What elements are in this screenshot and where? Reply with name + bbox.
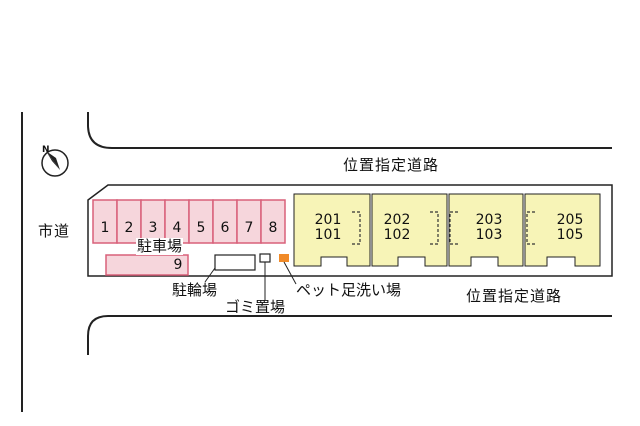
parking-spaces — [92, 199, 286, 276]
bicycle-parking-label: 駐輪場 — [172, 281, 218, 299]
parking-area-label: 駐車場 — [136, 237, 184, 255]
parking-space-4 — [164, 199, 190, 244]
road-label-right: 位置指定道路 — [466, 287, 563, 305]
building-unit-3-label: 203 103 — [459, 213, 519, 243]
road-edge-top — [87, 112, 612, 149]
parking-space-2 — [116, 199, 142, 244]
parking-space-1 — [92, 199, 118, 244]
building-units — [293, 193, 601, 267]
unit-upper-number: 205 — [556, 212, 584, 228]
road-label-top: 位置指定道路 — [343, 156, 440, 174]
pet-wash-label: ペット足洗い場 — [296, 281, 402, 299]
unit-lower-number: 103 — [475, 227, 503, 243]
building-unit-3 — [448, 193, 524, 267]
parking-space-label-8: 8 — [268, 220, 278, 236]
unit-upper-number: 201 — [314, 212, 342, 228]
parking-space-label-9: 9 — [173, 257, 183, 273]
parking-space-7 — [236, 199, 262, 244]
parking-space-5 — [188, 199, 214, 244]
parking-space-label-6: 6 — [220, 220, 230, 236]
unit-lower-number: 101 — [314, 227, 342, 243]
bicycle-leader — [204, 267, 216, 283]
building-unit-2 — [371, 193, 448, 267]
parking-space-9 — [105, 254, 189, 276]
building-unit-4 — [524, 193, 601, 267]
unit-upper-number: 202 — [383, 212, 411, 228]
building-unit-1 — [293, 193, 371, 267]
parking-space-label-1: 1 — [100, 220, 110, 236]
building-unit-1-label: 201 101 — [298, 213, 358, 243]
bicycle-parking — [214, 254, 256, 271]
compass-label: N — [42, 145, 50, 155]
parking-space-label-4: 4 — [172, 220, 182, 236]
garbage-station — [259, 253, 271, 263]
parking-space-label-7: 7 — [244, 220, 254, 236]
building-unit-4-label: 205 105 — [540, 213, 600, 243]
parking-space-8 — [260, 199, 286, 244]
pet-wash-area — [279, 254, 289, 262]
north-compass-icon — [41, 149, 69, 177]
unit-upper-number: 203 — [475, 212, 503, 228]
building-unit-2-label: 202 102 — [367, 213, 427, 243]
parking-space-label-3: 3 — [148, 220, 158, 236]
unit-lower-number: 102 — [383, 227, 411, 243]
parking-space-label-2: 2 — [124, 220, 134, 236]
pet-wash-leader — [283, 261, 297, 285]
parking-space-6 — [212, 199, 238, 244]
garbage-station-label: ゴミ置場 — [225, 298, 286, 316]
road-label-left: 市道 — [38, 222, 71, 240]
parking-space-label-5: 5 — [196, 220, 206, 236]
road-edge-bottom — [87, 315, 612, 355]
unit-lower-number: 105 — [556, 227, 584, 243]
